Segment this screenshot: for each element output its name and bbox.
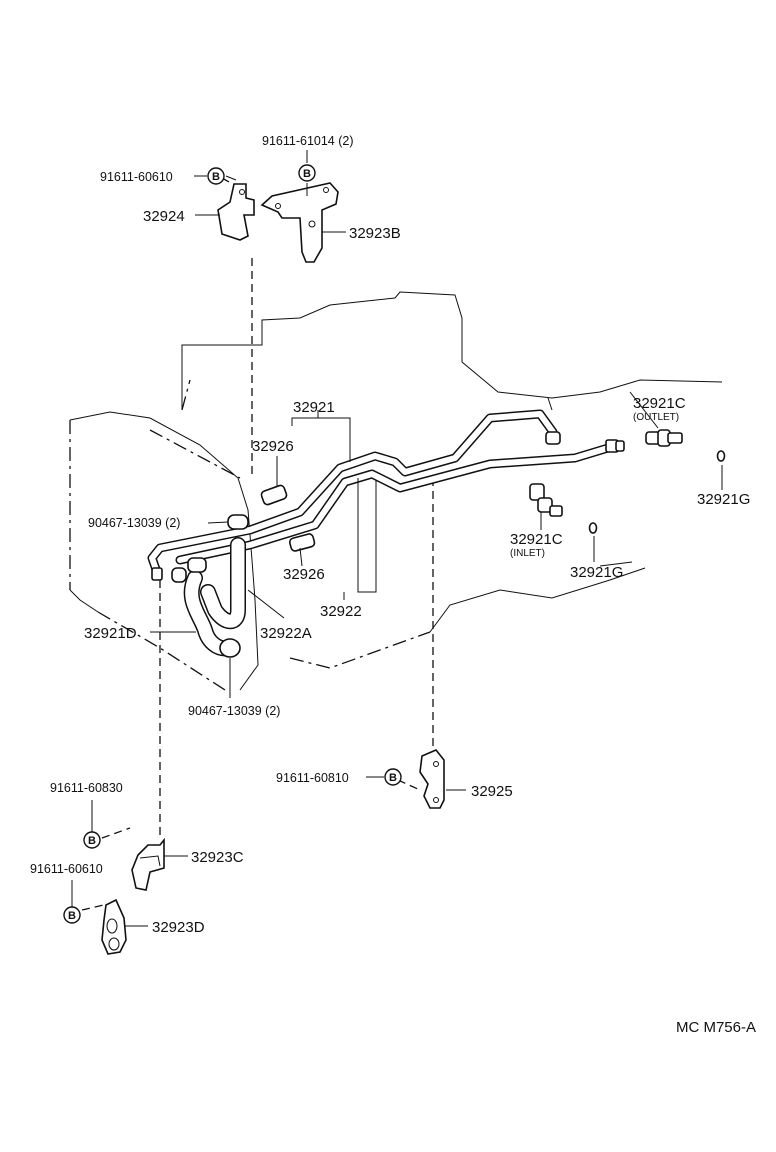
union-32921c-outlet xyxy=(645,429,683,447)
hose-clamp-mid xyxy=(171,557,207,583)
bolt-marker-top-2: B xyxy=(207,167,225,185)
diagram-code: MC M756-A xyxy=(676,1019,756,1036)
leader-lines xyxy=(71,150,723,927)
label-32921d: 32921D xyxy=(84,625,137,642)
svg-text:B: B xyxy=(212,171,220,183)
gasket-32921g-b xyxy=(588,522,598,534)
bracket-32923c xyxy=(131,837,165,891)
bolt-marker-bottom-2: B xyxy=(63,906,81,924)
grommet-32926-lower xyxy=(288,533,316,552)
label-32922a: 32922A xyxy=(260,625,312,642)
label-32921: 32921 xyxy=(293,399,335,416)
label-91611-61014: 91611-61014 (2) xyxy=(262,134,354,148)
grommet-32926-upper xyxy=(260,484,288,506)
label-32924: 32924 xyxy=(143,208,185,225)
label-32925: 32925 xyxy=(471,783,513,800)
hose-32922a xyxy=(200,537,246,630)
label-32926-upper: 32926 xyxy=(252,438,294,455)
svg-text:B: B xyxy=(68,910,76,922)
pipe-fitting-end-a xyxy=(151,431,625,581)
label-32923b: 32923B xyxy=(349,225,401,242)
label-90467-13039-b: 90467-13039 (2) xyxy=(188,704,280,718)
label-90467-13039-a: 90467-13039 (2) xyxy=(88,516,180,530)
svg-text:B: B xyxy=(88,835,96,847)
label-32921g-a: 32921G xyxy=(697,491,750,508)
clamp-32923d xyxy=(101,898,127,955)
bolt-marker-mid: B xyxy=(384,768,402,786)
label-91611-60810: 91611-60810 xyxy=(276,771,349,785)
hose-clamp-upper xyxy=(227,514,249,530)
label-32923d: 32923D xyxy=(152,919,205,936)
label-32926-lower: 32926 xyxy=(283,566,325,583)
label-inlet-note: (INLET) xyxy=(510,548,545,559)
cooler-pipe-32921 xyxy=(147,409,558,580)
body-floor-outline xyxy=(289,567,646,669)
label-32923c: 32923C xyxy=(191,849,244,866)
label-32921c-outlet: 32921C xyxy=(633,395,686,412)
alignment-lines xyxy=(81,177,434,911)
label-32921g-b: 32921G xyxy=(570,564,623,581)
label-32922: 32922 xyxy=(320,603,362,620)
cooler-pipe-32922 xyxy=(175,443,613,565)
label-91611-60830: 91611-60830 xyxy=(50,781,123,795)
gasket-32921g-a xyxy=(716,450,726,462)
label-91611-60610-bottom: 91611-60610 xyxy=(30,862,103,876)
label-outlet-note: (OUTLET) xyxy=(633,412,679,423)
bolt-marker-bottom-1: B xyxy=(83,831,101,849)
union-32921c-inlet xyxy=(529,483,563,517)
engine-outline xyxy=(181,291,723,411)
bolt-marker-top-1: B xyxy=(298,164,316,182)
transmission-outline xyxy=(69,411,259,691)
bracket-32923b xyxy=(260,182,339,263)
svg-text:B: B xyxy=(303,168,311,180)
clamp-32925 xyxy=(419,749,445,809)
part-labels: 91611-61014 (2) 91611-60610 32924 32923B… xyxy=(30,134,750,936)
svg-text:B: B xyxy=(389,772,397,784)
hose-clamp-lower xyxy=(219,638,241,658)
label-91611-60610-top: 91611-60610 xyxy=(100,170,173,184)
label-32921c-inlet: 32921C xyxy=(510,531,563,548)
bracket-32924 xyxy=(217,183,255,241)
